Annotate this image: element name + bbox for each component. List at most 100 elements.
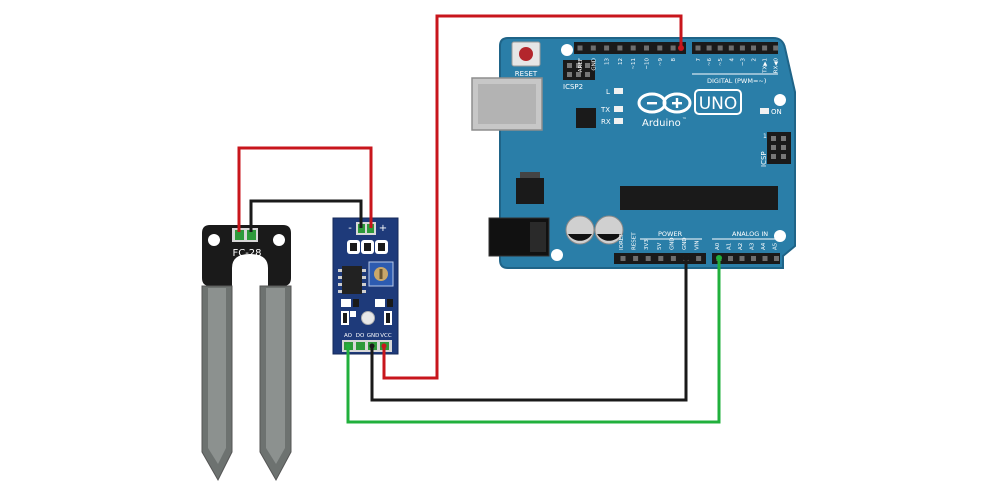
probe-mount-hole <box>273 234 285 246</box>
probe-pin <box>247 230 256 240</box>
module-pin-ao-label: AO <box>344 333 353 339</box>
arduino-logo <box>637 92 692 114</box>
module-pin-gnd-label: GND <box>367 333 380 339</box>
wire-endpoint <box>369 343 375 349</box>
wire-endpoint <box>381 343 387 349</box>
module-pin-minus-label: - <box>348 223 352 234</box>
led-tx <box>614 106 623 112</box>
icsp2-header <box>563 60 595 80</box>
smd-component <box>387 299 393 307</box>
voltage-regulator-tab <box>520 172 540 178</box>
module-pin-minus <box>358 224 365 233</box>
pin-label: A1 <box>727 243 733 250</box>
analog-header-label: ANALOG IN <box>732 230 768 238</box>
header-pin <box>773 45 779 51</box>
pin-label: RESET <box>632 232 638 250</box>
header-pin <box>657 45 663 51</box>
pin-label: A5 <box>773 242 779 250</box>
probe-pin <box>235 230 244 240</box>
icsp-pin1-label: 1 <box>763 133 767 140</box>
header-pin <box>670 45 676 51</box>
pin-label: ~10 <box>645 58 651 70</box>
header-pin <box>645 256 651 261</box>
header-pin <box>739 45 745 51</box>
module-pin-plus <box>367 224 374 233</box>
mounting-hole <box>561 44 573 56</box>
mounting-hole <box>551 249 563 261</box>
mounting-hole <box>774 94 786 106</box>
module-pin-do-label: DO <box>356 333 365 339</box>
pin-label: GND <box>669 237 675 250</box>
header-pin <box>717 45 723 51</box>
probe-label: FC-28 <box>232 248 261 259</box>
pin-label: AREF <box>578 58 584 72</box>
mounting-hole <box>774 230 786 242</box>
header-pin <box>774 256 779 261</box>
solder-pad-center <box>350 243 357 251</box>
led-l-label: L <box>606 88 610 96</box>
potentiometer-slot <box>379 269 383 279</box>
header-pin <box>577 45 583 51</box>
header-pin <box>633 256 639 261</box>
solder-pad-center <box>378 243 385 251</box>
pin-label: 12 <box>618 58 624 65</box>
pin-label: 4 <box>729 58 735 62</box>
analog-header <box>712 253 780 264</box>
trademark-symbol: ™ <box>682 117 687 123</box>
wires <box>237 14 721 424</box>
capacitor <box>565 215 595 245</box>
pin-label: A0 <box>715 242 721 250</box>
header-pin <box>751 256 756 261</box>
smd-component <box>386 313 390 323</box>
led-rx <box>614 118 623 124</box>
pin-label: ~5 <box>718 58 724 67</box>
pin-label: A4 <box>761 242 767 250</box>
header-pin <box>751 45 756 51</box>
header-pin <box>644 45 649 51</box>
wire-vcc-to-pin8-red <box>382 14 683 380</box>
wire-probe-to-module-black <box>249 199 363 232</box>
reset-button-cap[interactable] <box>519 47 533 61</box>
dc-power-jack-inner <box>530 222 546 252</box>
icsp-label: ICSP <box>760 151 768 167</box>
pin-label: IOREF <box>619 234 625 250</box>
module-pin-plus-label: + <box>379 223 387 234</box>
comparator-chip <box>342 266 362 294</box>
pin-label: 13 <box>605 58 611 65</box>
smd-component <box>375 299 385 307</box>
module-pin-vcc-label: VCC <box>380 333 392 339</box>
header-pin <box>762 256 768 261</box>
smd-component <box>350 311 356 317</box>
wire-ao-to-a0-green <box>346 258 721 424</box>
solder-pad-center <box>364 243 371 251</box>
pin-label: TX▶1 <box>763 58 769 74</box>
led-l <box>614 88 623 94</box>
atmega-microcontroller <box>620 186 778 210</box>
pin-label: 2 <box>752 58 758 62</box>
header-pin <box>658 256 664 261</box>
pin-label: A3 <box>750 242 756 250</box>
digital-header-left <box>574 42 686 54</box>
pin-label: ~6 <box>707 58 713 67</box>
pin-label: 3V3 <box>644 239 650 250</box>
probe-body <box>202 225 291 286</box>
header-pin <box>696 256 702 261</box>
header-pin <box>695 45 701 51</box>
voltage-regulator <box>516 178 544 204</box>
pin-label: 5V <box>657 243 663 250</box>
uno-label: UNO <box>699 94 738 114</box>
smd-component <box>353 299 359 307</box>
soil-moisture-probe: FC-28 <box>201 225 292 482</box>
arduino-brand-label: Arduino <box>642 118 681 129</box>
header-pin <box>728 45 734 51</box>
wire-gnd-to-gnd-black <box>370 258 688 402</box>
smd-component <box>343 313 347 323</box>
probe-prong-left-plating <box>208 288 226 464</box>
chip-legs <box>338 269 366 293</box>
